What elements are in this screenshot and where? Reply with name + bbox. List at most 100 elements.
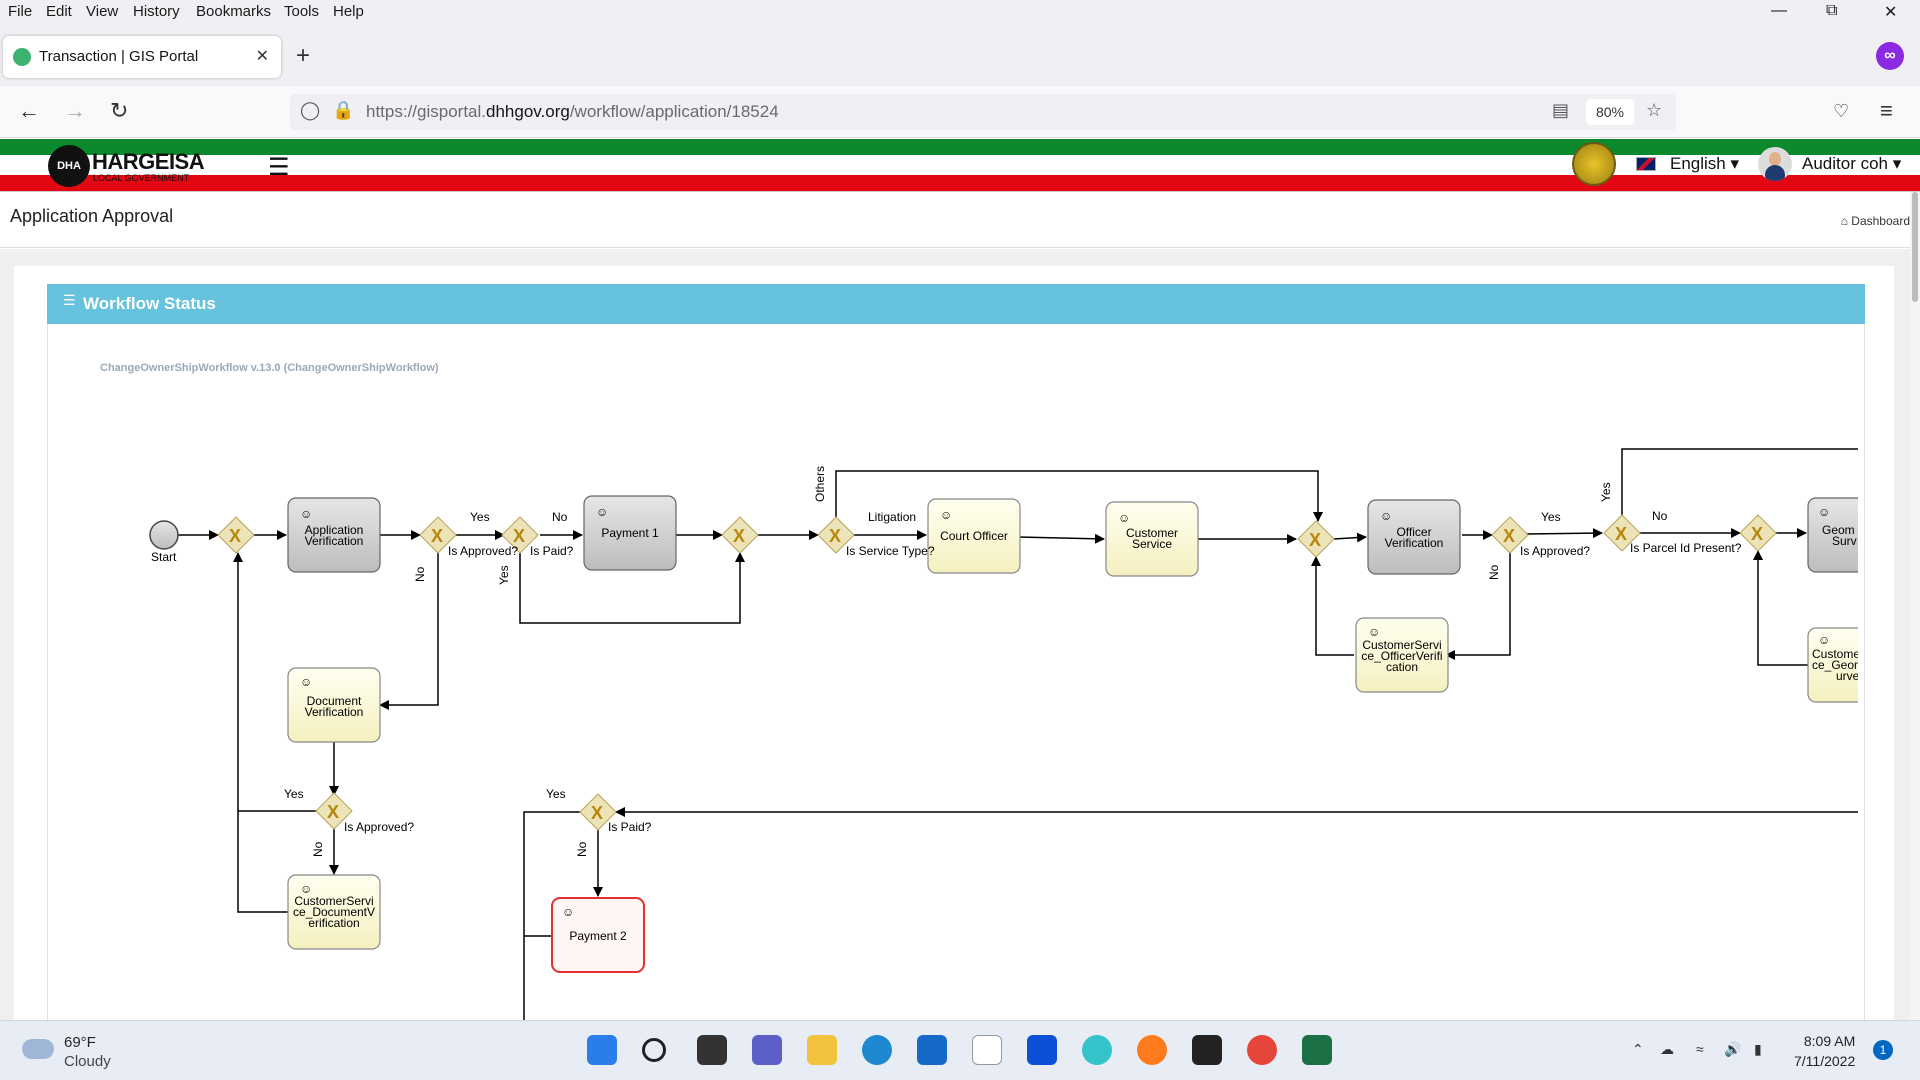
bookmark-star-icon[interactable]: ☆ — [1646, 100, 1663, 120]
svg-text:Verification: Verification — [305, 534, 364, 548]
task-cs-geom-survey[interactable]: ☺ Custome ce_Geor urve — [1807, 627, 1900, 703]
svg-text:Is Service Type?: Is Service Type? — [846, 544, 935, 558]
file-explorer-icon[interactable] — [807, 1035, 837, 1065]
microsoft-store-icon[interactable] — [917, 1035, 947, 1065]
volume-icon[interactable]: 🔊 — [1724, 1041, 1742, 1057]
svg-text:☺: ☺ — [596, 505, 608, 519]
browser-tab[interactable]: Transaction | GIS Portal ✕ — [3, 36, 281, 78]
back-icon[interactable]: ← — [18, 98, 40, 123]
page-title: Application Approval — [10, 206, 174, 226]
edge-browser-icon[interactable] — [862, 1035, 892, 1065]
browser-navbar: ← → ↻ ◯ 🔒 https://gisportal.dhhgov.org/w… — [0, 86, 1920, 138]
new-tab-icon[interactable]: + — [296, 42, 311, 69]
notification-badge[interactable]: 1 — [1873, 1040, 1893, 1060]
gateway-9[interactable]: X — [1739, 514, 1777, 552]
clock-time: 8:09 AM — [1803, 1033, 1856, 1049]
task-document-verification[interactable]: ☺ Document Verification — [287, 667, 381, 743]
svg-text:cation: cation — [1386, 660, 1418, 674]
breadcrumb[interactable]: ⌂ Dashboard — [1840, 214, 1910, 228]
teams-chat-icon[interactable] — [752, 1035, 782, 1065]
excel-icon[interactable] — [1302, 1035, 1332, 1065]
task-court-officer[interactable]: ☺ Court Officer — [927, 498, 1021, 574]
svg-text:Surv: Surv — [1832, 534, 1857, 548]
gateway-5[interactable]: X — [817, 516, 855, 554]
gateway-8[interactable]: X — [1603, 514, 1641, 552]
reload-icon[interactable]: ↻ — [110, 98, 129, 123]
menu-tools[interactable]: Tools — [284, 3, 320, 20]
task-payment-1[interactable]: ☺ Payment 1 — [583, 495, 677, 571]
close-window-icon[interactable]: ✕ — [1884, 4, 1898, 21]
hamburger-menu-icon[interactable]: ☰ — [268, 154, 290, 181]
gateway-1[interactable]: X — [217, 516, 255, 554]
task-cs-document-verification[interactable]: ☺ CustomerServi ce_DocumentV erification — [287, 874, 381, 950]
system-clock[interactable]: 8:09 AM 7/11/2022 — [1794, 1031, 1855, 1071]
browser-menubar: File Edit View History Bookmarks Tools H… — [0, 0, 1920, 26]
menu-bookmarks[interactable]: Bookmarks — [196, 3, 272, 20]
gateway-4[interactable]: X — [721, 516, 759, 554]
task-cs-officer-verification[interactable]: ☺ CustomerServi ce_OfficerVerifi cation — [1355, 617, 1449, 693]
task-view-icon[interactable] — [697, 1035, 727, 1065]
page-scrollbar[interactable] — [1910, 192, 1920, 1020]
task-geom-survey[interactable]: ☺ Geom Surv — [1807, 497, 1900, 573]
search-icon[interactable] — [642, 1038, 666, 1062]
menu-file[interactable]: File — [8, 3, 33, 20]
weather-widget[interactable]: 69°F Cloudy — [64, 1033, 111, 1071]
user-menu[interactable]: Auditor coh ▾ — [1802, 154, 1902, 173]
svg-text:Document: Document — [307, 694, 362, 708]
gateway-6[interactable]: X — [1297, 520, 1335, 558]
close-tab-icon[interactable]: ✕ — [255, 48, 269, 65]
app-menu-icon[interactable]: ≡ — [1880, 98, 1893, 123]
lock-icon[interactable]: 🔒 — [332, 100, 355, 120]
tasks-app-icon[interactable] — [1192, 1035, 1222, 1065]
gateway-11[interactable]: X — [579, 793, 617, 831]
gateway-3[interactable]: X — [501, 516, 539, 554]
dropbox-icon[interactable] — [1027, 1035, 1057, 1065]
menu-help[interactable]: Help — [333, 3, 364, 20]
task-officer-verification[interactable]: ☺ Officer Verification — [1367, 499, 1461, 575]
chrome-icon[interactable] — [1247, 1035, 1277, 1065]
svg-text:☺: ☺ — [1818, 505, 1830, 519]
gateway-10[interactable]: X — [315, 792, 353, 830]
gateway-2[interactable]: X — [419, 516, 457, 554]
zoom-level[interactable]: 80% — [1586, 99, 1634, 125]
task-customer-service[interactable]: ☺ Customer Service — [1105, 501, 1199, 577]
extension-icon[interactable]: ∞ — [1876, 42, 1904, 70]
minimize-icon[interactable]: — — [1771, 2, 1787, 19]
firefox-icon[interactable] — [1137, 1035, 1167, 1065]
restore-icon[interactable]: ⧉ — [1826, 2, 1838, 19]
svg-text:X: X — [1615, 524, 1627, 544]
svg-text:Is Approved?: Is Approved? — [344, 820, 414, 834]
reader-view-icon[interactable]: ▤ — [1552, 100, 1570, 120]
menu-edit[interactable]: Edit — [46, 3, 72, 20]
forward-icon[interactable]: → — [64, 98, 86, 123]
pocket-icon[interactable]: ♡ — [1833, 101, 1850, 121]
amazon-icon[interactable] — [972, 1035, 1002, 1065]
gateway-7[interactable]: X — [1491, 516, 1529, 554]
start-event[interactable] — [149, 520, 179, 550]
url-text[interactable]: https://gisportal.dhhgov.org/workflow/ap… — [366, 102, 779, 121]
cloud-weather-icon[interactable] — [22, 1039, 54, 1059]
shield-icon[interactable]: ◯ — [300, 100, 321, 120]
logo-title[interactable]: HARGEISA — [92, 149, 205, 174]
messenger-icon[interactable] — [1082, 1035, 1112, 1065]
chevron-up-icon[interactable]: ⌃ — [1632, 1041, 1644, 1057]
menu-history[interactable]: History — [133, 3, 180, 20]
start-label: Start — [151, 550, 177, 564]
svg-text:Is Paid?: Is Paid? — [530, 544, 574, 558]
battery-icon[interactable]: ▮ — [1754, 1041, 1762, 1057]
svg-text:☺: ☺ — [940, 508, 952, 522]
address-bar[interactable]: ◯ 🔒 https://gisportal.dhhgov.org/workflo… — [290, 94, 1676, 130]
svg-text:☺: ☺ — [562, 905, 574, 919]
task-application-verification[interactable]: ☺ Application Verification — [287, 497, 381, 573]
menu-view[interactable]: View — [86, 3, 119, 20]
start-menu-icon[interactable] — [587, 1035, 617, 1065]
scrollbar-thumb[interactable] — [1912, 192, 1918, 302]
svg-text:Yes: Yes — [284, 787, 304, 801]
onedrive-icon[interactable]: ☁ — [1660, 1041, 1674, 1057]
svg-text:Service: Service — [1132, 537, 1172, 551]
task-payment-2[interactable]: ☺ Payment 2 — [551, 897, 645, 973]
language-selector[interactable]: English ▾ — [1670, 154, 1740, 173]
wifi-icon[interactable]: ≈ — [1696, 1041, 1704, 1057]
avatar[interactable] — [1758, 147, 1792, 181]
svg-text:X: X — [1503, 526, 1515, 546]
